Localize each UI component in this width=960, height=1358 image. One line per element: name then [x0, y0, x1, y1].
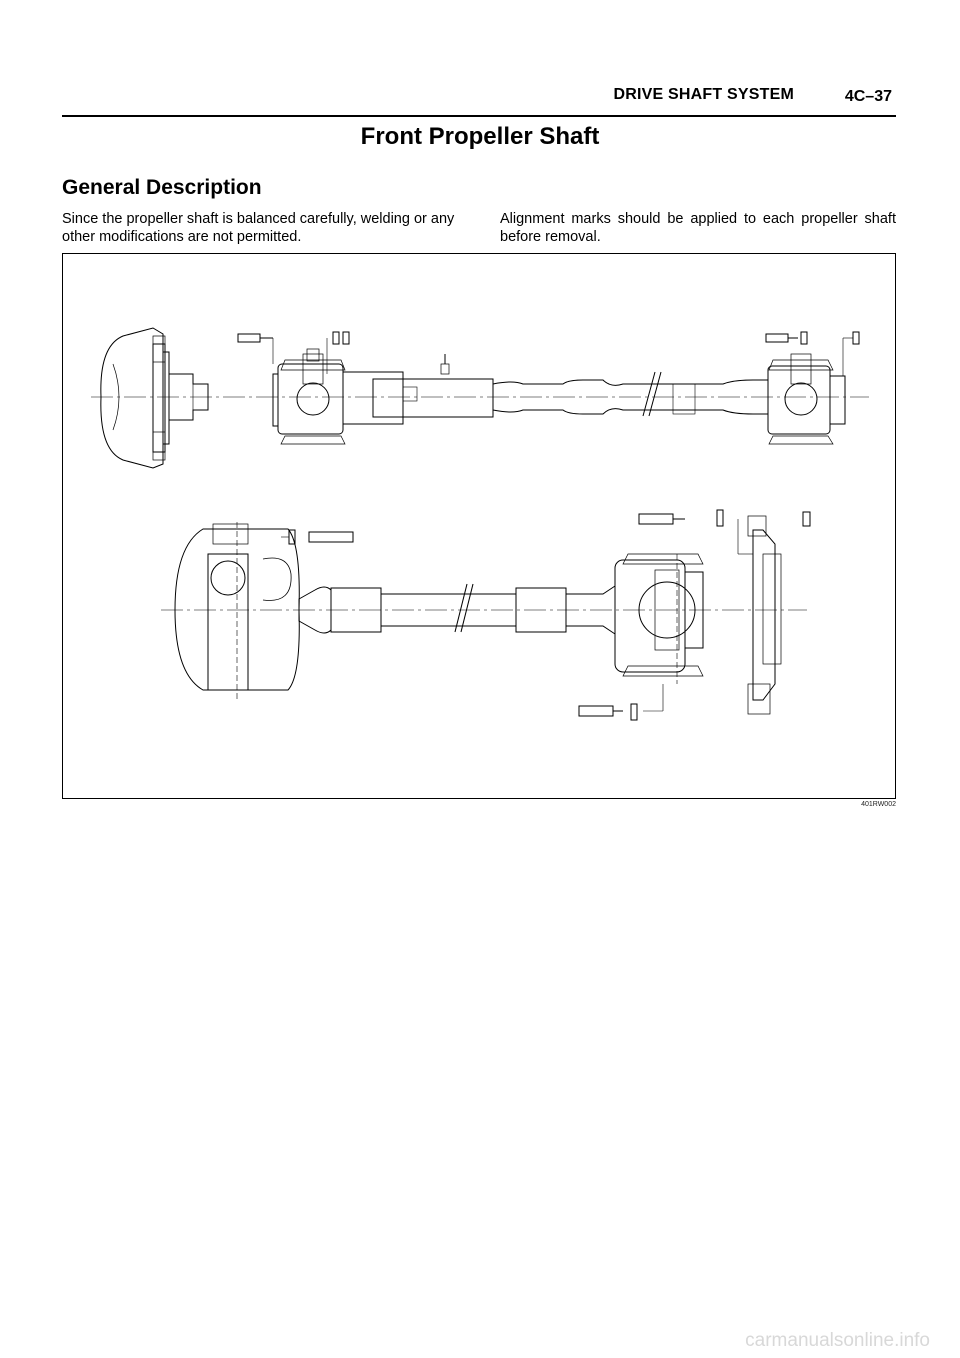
section-title: DRIVE SHAFT SYSTEM	[613, 86, 794, 103]
section-heading: General Description	[62, 176, 262, 199]
description-right-paragraph: Alignment marks should be applied to eac…	[500, 211, 896, 245]
watermark: carmanualsonline.info	[745, 1330, 930, 1351]
propeller-shaft-drawing	[91, 327, 869, 721]
page-number: 4C–37	[844, 88, 892, 105]
propeller-shaft-diagram	[62, 253, 896, 799]
figure-id: 401RW002	[861, 801, 896, 808]
header-rule	[62, 115, 896, 117]
page-title: Front Propeller Shaft	[360, 123, 600, 150]
description-left-paragraph: Since the propeller shaft is balanced ca…	[62, 211, 455, 245]
upper-shaft-assembly	[91, 327, 869, 469]
lower-shaft-assembly	[161, 509, 811, 721]
page-header: DRIVE SHAFT SYSTEM 4C–37	[62, 86, 896, 114]
